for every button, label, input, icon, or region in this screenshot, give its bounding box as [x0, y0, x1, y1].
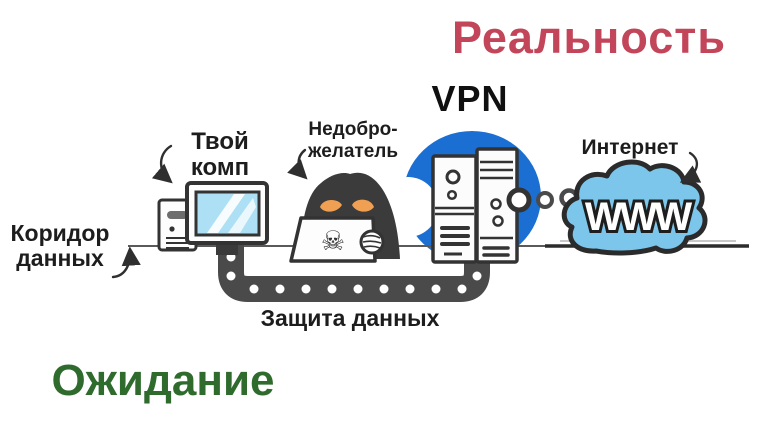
- label-adversary: Недобро- желатель: [307, 119, 399, 162]
- vpn-servers: [431, 147, 519, 264]
- title-reality: Реальность: [451, 12, 726, 63]
- arrow-to-hacker: [287, 148, 308, 180]
- label-data-corridor: Коридор данных: [10, 220, 110, 272]
- label-your-computer: Твой комп: [190, 128, 250, 182]
- annotation-arrows: [111, 144, 702, 279]
- hacker-hand: [359, 229, 385, 255]
- label-data-protection: Защита данных: [260, 305, 440, 331]
- arrow-to-cloud: [679, 151, 702, 183]
- title-expectation: Ожидание: [51, 356, 275, 405]
- arrow-to-corridor: [111, 246, 141, 279]
- hacker-eye-left: [320, 199, 342, 212]
- skull-icon: ☠: [321, 226, 345, 257]
- hacker-laptop: ☠: [289, 216, 377, 263]
- label-vpn: VPN: [431, 78, 509, 119]
- desktop-computer: [157, 181, 269, 255]
- label-internet: Интернет: [581, 136, 679, 159]
- internet-cloud: WWW: [561, 159, 708, 256]
- connection-dots: [506, 187, 579, 213]
- hacker: ☠: [289, 172, 400, 263]
- hacker-eye-right: [352, 199, 374, 212]
- computer-monitor: [185, 181, 269, 255]
- server-tower-left: [431, 154, 478, 264]
- data-protection-pipe: [218, 238, 490, 302]
- www-text: WWW: [585, 195, 693, 239]
- arrow-to-computer: [151, 144, 173, 184]
